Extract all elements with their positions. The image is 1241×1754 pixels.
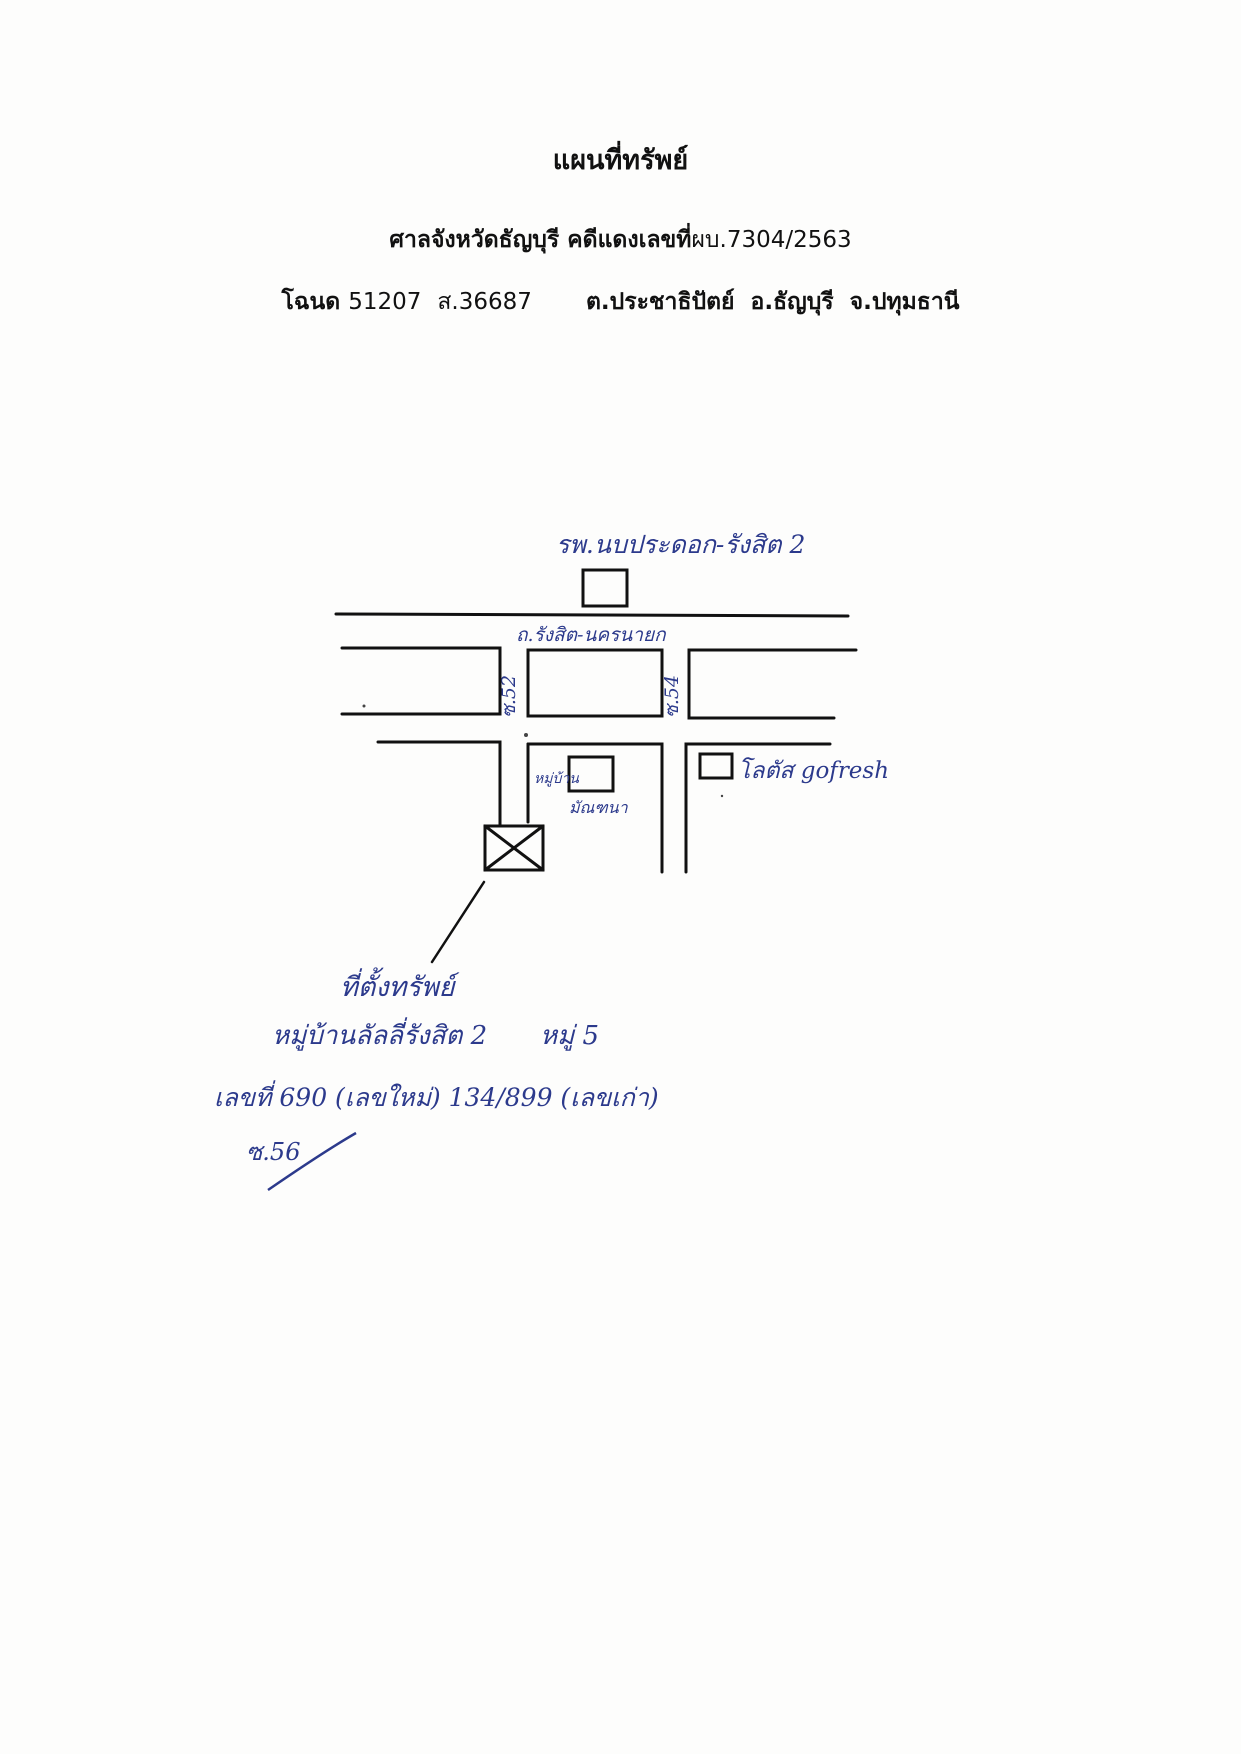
- hospital-box: [581, 568, 629, 608]
- soi-52-label: ซ.52: [498, 675, 520, 718]
- case-label: คดีแดงเลขที่: [567, 227, 692, 253]
- main-road-top-edge: [334, 612, 850, 618]
- property-moo-note: หมู่ 5: [540, 1021, 599, 1051]
- village-label-top: หมู่บ้าน: [534, 771, 579, 787]
- store-box: [698, 752, 734, 780]
- right-block: [687, 648, 858, 720]
- village-label-bottom: มัณฑนา: [569, 798, 629, 817]
- soi-54-label: ซ.54: [661, 675, 683, 718]
- property-village-note: หมู่บ้านลัลลี่รังสิต 2: [272, 1017, 487, 1051]
- deed-line: โฉนด 51207 ส.36687 ต.ประชาธิปัตย์ อ.ธัญบุ…: [0, 284, 1241, 320]
- survey-number: ส.36687: [437, 289, 532, 315]
- soi-56-stroke: [267, 1131, 357, 1192]
- document-title: แผนที่ทรัพย์: [552, 145, 689, 176]
- village-box: [567, 755, 615, 793]
- province: จ.ปทุมธานี: [849, 289, 960, 315]
- lower-left-road-edge: [376, 740, 502, 828]
- main-road-label: ถ.รังสิต-นครนายก: [516, 624, 667, 646]
- property-address-note: เลขที่ 690 (เลขใหม่) 134/899 (เลขเก่า): [214, 1080, 659, 1112]
- court-line: ศาลจังหวัดธัญบุรี คดีแดงเลขที่ผบ.7304/25…: [0, 222, 1241, 258]
- deed-number: 51207: [348, 289, 422, 315]
- lower-right-road-edge: [684, 742, 832, 874]
- district: อ.ธัญบุรี: [750, 289, 834, 315]
- pointer-line: [430, 880, 486, 964]
- subdistrict: ต.ประชาธิปัตย์: [585, 289, 735, 315]
- hospital-label: รพ.นบประดอก-รังสิต 2: [556, 530, 805, 559]
- property-marker: [483, 824, 545, 872]
- village-soi-edge: [526, 742, 664, 874]
- property-location-note: ที่ตั้งทรัพย์: [340, 967, 460, 1003]
- deed-label: โฉนด: [281, 289, 341, 315]
- left-block: [340, 646, 502, 716]
- center-block: [526, 648, 664, 718]
- court-name: ศาลจังหวัดธัญบุรี: [389, 227, 560, 253]
- property-cross-b: [483, 824, 545, 872]
- case-number: ผบ.7304/2563: [691, 227, 852, 253]
- soi-56-note: ซ.56: [246, 1138, 300, 1166]
- store-label: โลตัส gofresh: [738, 757, 889, 784]
